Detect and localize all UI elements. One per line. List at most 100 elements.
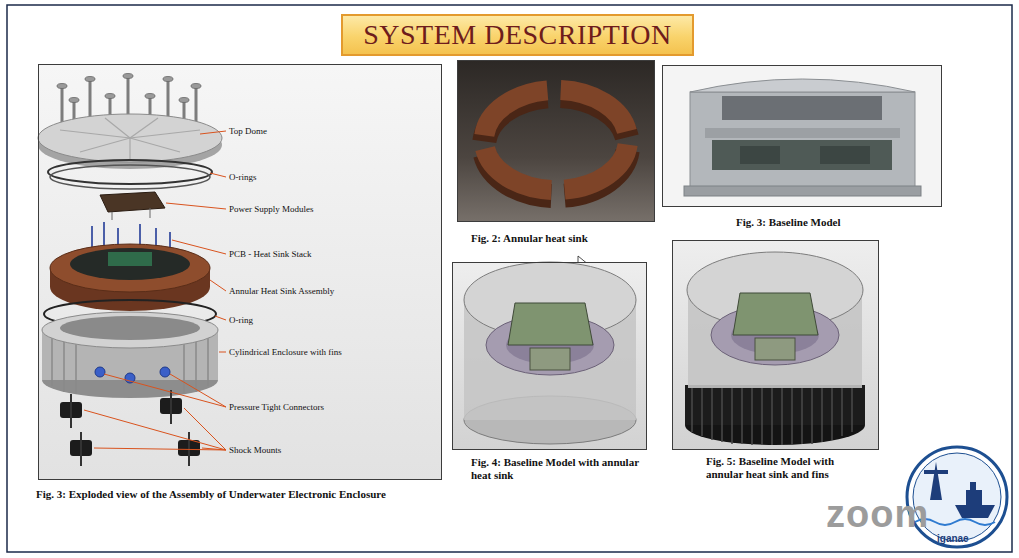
conference-logo bbox=[924, 470, 948, 474]
exploded-view bbox=[215, 316, 226, 320]
exploded-view bbox=[50, 244, 210, 292]
part-label: Annular Heat Sink Assembly bbox=[229, 285, 334, 297]
exploded-view bbox=[38, 64, 442, 480]
exploded-view bbox=[202, 448, 226, 450]
exploded-view bbox=[85, 77, 95, 82]
heat-sink-photo bbox=[484, 90, 628, 190]
exploded-view bbox=[57, 84, 67, 89]
exploded-view bbox=[112, 208, 150, 220]
baseline-fins-render bbox=[701, 388, 703, 436]
exploded-view bbox=[80, 432, 82, 466]
exploded-view bbox=[60, 316, 200, 340]
baseline-fins-render bbox=[841, 388, 843, 436]
part-label: O-rings bbox=[229, 171, 257, 183]
exploded-view bbox=[38, 114, 222, 162]
exploded-view bbox=[104, 374, 226, 407]
exploded-view bbox=[48, 160, 212, 184]
baseline-fins-render bbox=[761, 388, 763, 445]
baseline-heat-sink-render bbox=[508, 303, 593, 345]
baseline-render bbox=[662, 65, 942, 207]
conference-logo bbox=[970, 482, 976, 490]
baseline-render bbox=[712, 140, 892, 170]
exploded-view bbox=[129, 138, 130, 160]
baseline-render bbox=[705, 128, 900, 138]
baseline-fins-render bbox=[755, 338, 795, 360]
exploded-view bbox=[42, 312, 218, 348]
exploded-view bbox=[123, 74, 133, 79]
baseline-fins-render bbox=[771, 388, 773, 445]
exploded-view bbox=[51, 336, 53, 386]
baseline-fins-render bbox=[831, 388, 833, 440]
exploded-view bbox=[170, 390, 172, 424]
exploded-view bbox=[108, 252, 152, 266]
baseline-fins-render bbox=[781, 388, 783, 445]
watermark: zoom bbox=[826, 494, 929, 534]
part-label: Top Dome bbox=[229, 125, 267, 137]
figure-caption: Fig. 4: Baseline Model with annular heat… bbox=[471, 456, 639, 482]
baseline-fins-render bbox=[821, 388, 823, 442]
baseline-fins-render bbox=[691, 388, 693, 432]
exploded-view bbox=[105, 118, 130, 138]
exploded-view bbox=[100, 192, 165, 212]
figure-panel: Fig. 5: Baseline Model with annular heat… bbox=[672, 240, 879, 450]
exploded-view bbox=[60, 118, 200, 160]
figure-caption: Fig. 3: Exploded view of the Assembly of… bbox=[36, 488, 386, 501]
part-label: Pressure Tight Connectors bbox=[229, 401, 324, 413]
exploded-view bbox=[150, 208, 151, 218]
exploded-view bbox=[200, 131, 226, 134]
baseline-fins-render bbox=[672, 240, 879, 450]
exploded-view bbox=[127, 76, 130, 118]
exploded-view bbox=[191, 84, 201, 89]
exploded-view bbox=[38, 64, 442, 480]
part-label: Shock Mounts bbox=[229, 444, 281, 456]
baseline-fins-render bbox=[811, 388, 813, 444]
baseline-fins-render bbox=[731, 388, 733, 444]
exploded-view bbox=[70, 394, 72, 428]
figure-caption: Fig. 3: Baseline Model bbox=[736, 216, 841, 229]
figure-caption: Fig. 5: Baseline Model with annular heat… bbox=[706, 455, 848, 481]
baseline-fins-render bbox=[791, 388, 793, 445]
exploded-view bbox=[50, 165, 210, 189]
exploded-view bbox=[183, 342, 185, 394]
exploded-view bbox=[69, 98, 79, 103]
exploded-view bbox=[60, 130, 130, 138]
exploded-view bbox=[210, 280, 226, 291]
exploded-view bbox=[80, 138, 130, 152]
exploded-view bbox=[130, 138, 180, 152]
conference-logo bbox=[930, 462, 942, 500]
title-box: SYSTEM DESCRIPTION bbox=[341, 14, 694, 56]
exploded-view bbox=[84, 410, 226, 450]
figure-panel: Fig. 2: Annular heat sink bbox=[457, 60, 655, 222]
baseline-fins-render bbox=[733, 293, 818, 335]
baseline-fins-render bbox=[741, 388, 743, 444]
exploded-view bbox=[57, 74, 201, 103]
exploded-view bbox=[94, 448, 226, 450]
exploded-view bbox=[207, 336, 209, 386]
exploded-view bbox=[195, 340, 197, 392]
baseline-fins-render bbox=[801, 388, 803, 444]
exploded-view bbox=[184, 408, 226, 450]
exploded-view bbox=[160, 367, 170, 377]
logo-text: iganae bbox=[937, 533, 969, 545]
baseline-render bbox=[684, 186, 921, 196]
figure-panel: Fig. 4: Baseline Model with annular heat… bbox=[452, 262, 647, 450]
exploded-view bbox=[71, 390, 189, 466]
baseline-fins-render bbox=[751, 388, 753, 445]
figure-caption: Fig. 2: Annular heat sink bbox=[471, 232, 588, 245]
baseline-heat-sink-render bbox=[530, 348, 570, 370]
heat-sink-photo bbox=[457, 60, 655, 222]
baseline-render bbox=[740, 146, 780, 164]
exploded-view bbox=[172, 240, 226, 254]
baseline-heat-sink-render bbox=[452, 262, 647, 450]
baseline-render bbox=[690, 92, 915, 188]
baseline-render bbox=[662, 65, 942, 207]
exploded-view bbox=[130, 118, 158, 138]
exploded-view bbox=[63, 340, 65, 392]
exploded-view bbox=[170, 374, 226, 407]
part-label: O-ring bbox=[229, 314, 253, 326]
baseline-render bbox=[690, 79, 915, 92]
exploded-view bbox=[112, 212, 113, 220]
exploded-view bbox=[145, 94, 155, 99]
heat-sink-photo bbox=[457, 60, 655, 222]
